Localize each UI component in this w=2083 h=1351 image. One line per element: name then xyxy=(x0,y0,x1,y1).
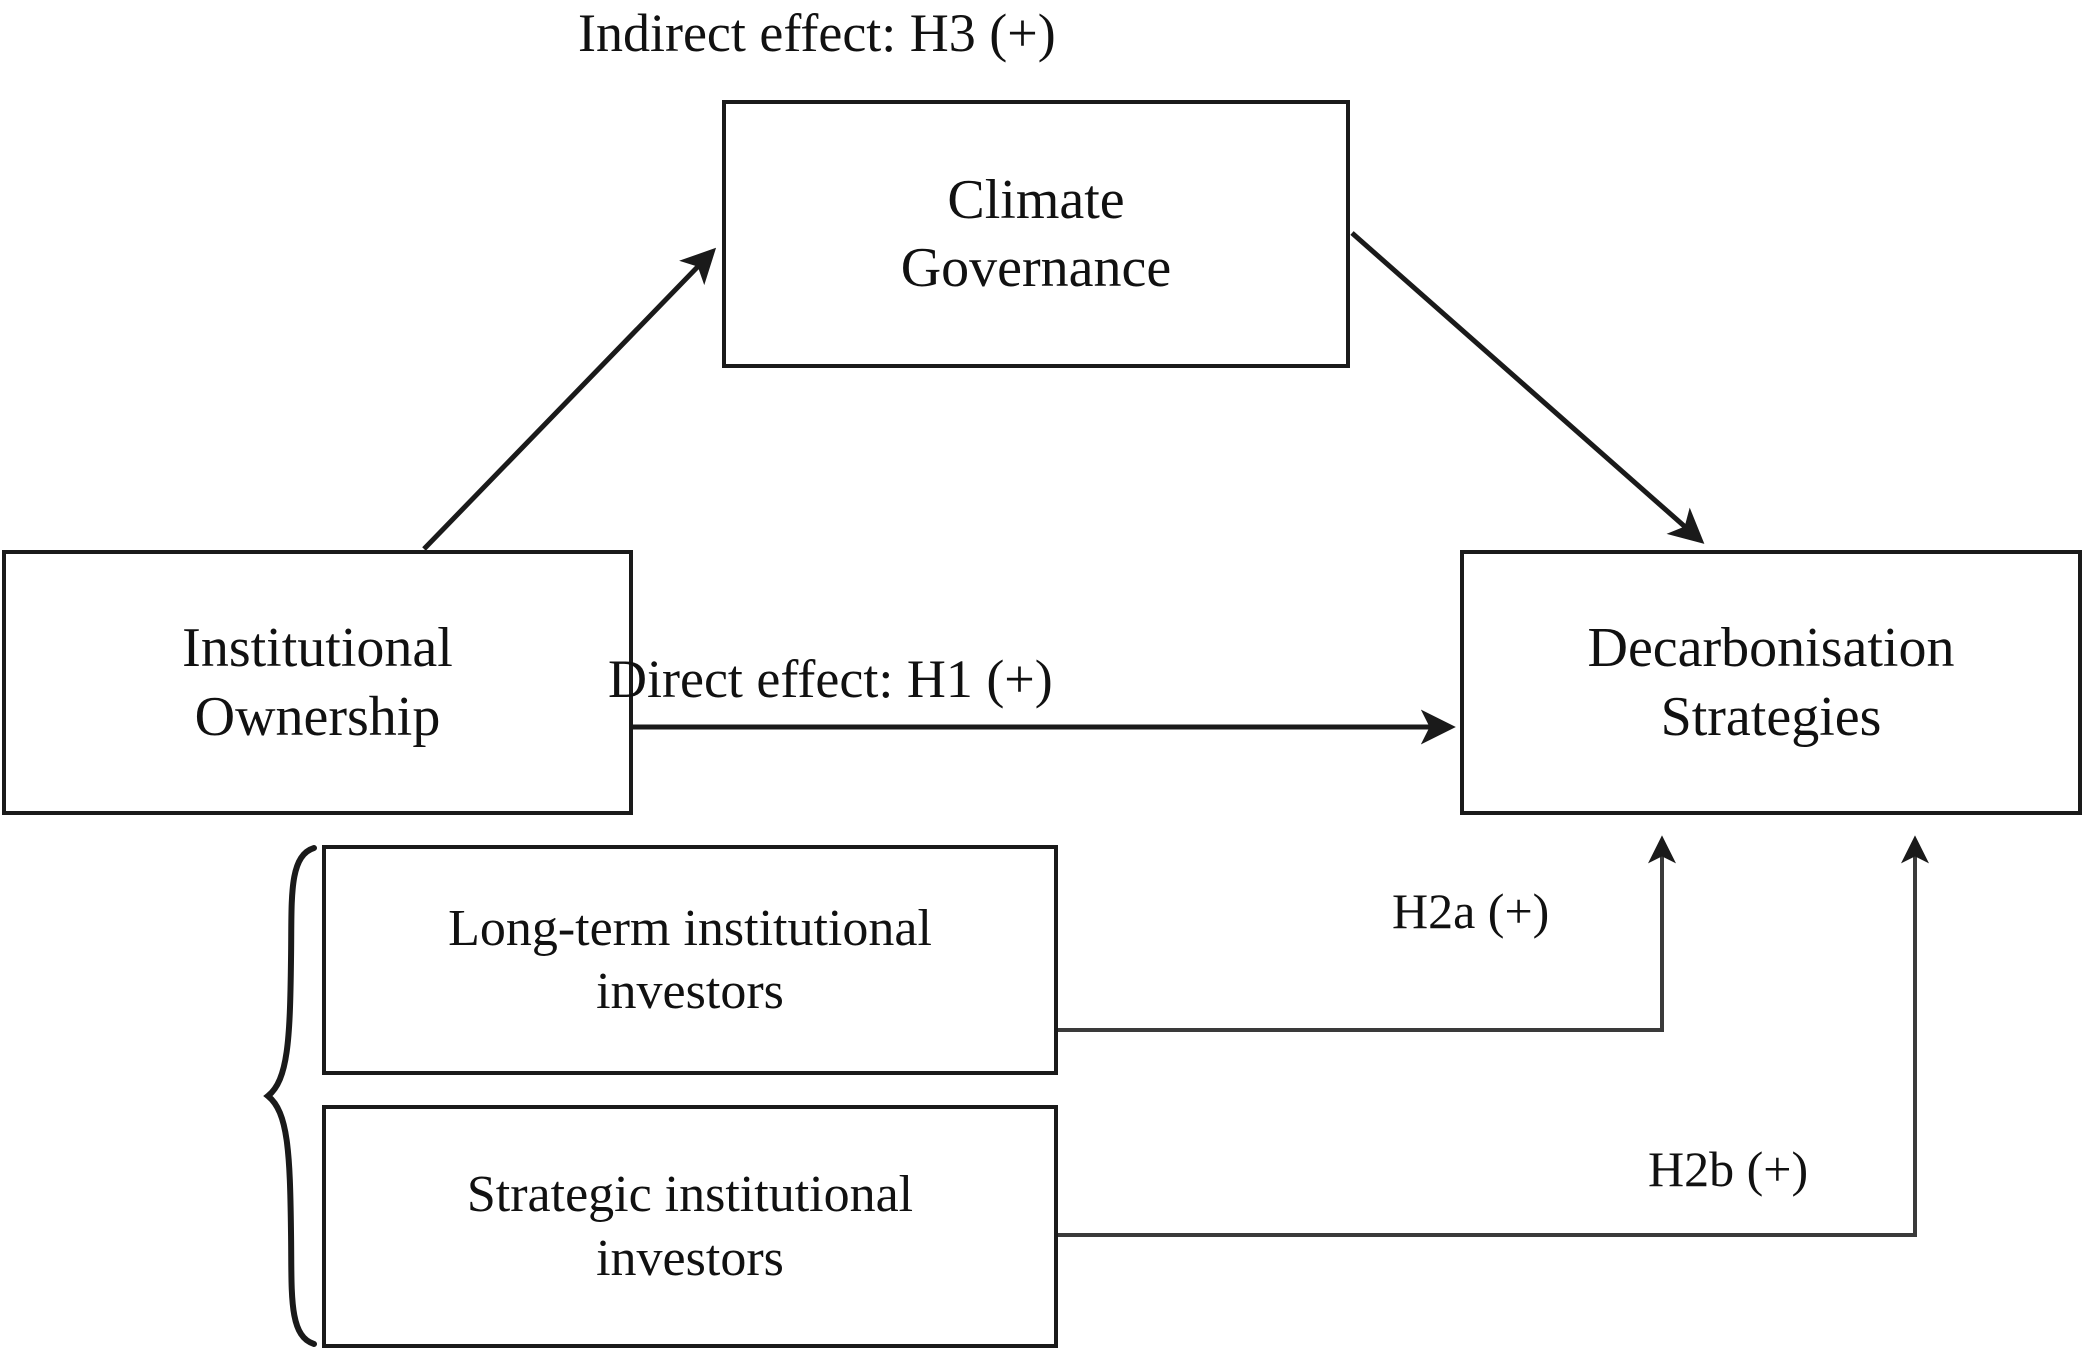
edge-label-direct-effect: Direct effect: H1 (+) xyxy=(608,649,1053,709)
node-climate-governance-text: Climate Governance xyxy=(887,166,1186,303)
node-institutional-ownership[interactable]: Institutional Ownership xyxy=(2,550,633,815)
node-long-term-line1: Long-term institutional xyxy=(448,899,932,957)
node-strategic-line1: Strategic institutional xyxy=(466,1166,914,1224)
edge-label-h2b: H2b (+) xyxy=(1648,1141,1809,1197)
node-decarbonisation-strategies-text: Decarbonisation Strategies xyxy=(1574,614,1969,751)
edge-h2b xyxy=(1058,835,1929,1237)
edge-label-indirect-effect: Indirect effect: H3 (+) xyxy=(578,3,1056,63)
node-institutional-ownership-line1: Institutional xyxy=(182,617,453,680)
node-long-term-institutional-investors[interactable]: Long-term institutional investors xyxy=(322,845,1058,1075)
node-decarbonisation-strategies-line1: Decarbonisation xyxy=(1587,617,1955,680)
node-decarbonisation-strategies-line2: Strategies xyxy=(1660,685,1882,748)
node-strategic-line2: investors xyxy=(596,1229,784,1287)
node-climate-governance-line1: Climate xyxy=(947,168,1125,231)
node-strategic-institutional-investors-text: Strategic institutional investors xyxy=(453,1163,927,1290)
node-long-term-institutional-investors-text: Long-term institutional investors xyxy=(434,897,946,1024)
edge-label-h2a: H2a (+) xyxy=(1392,883,1550,939)
edge-ownership-to-climate xyxy=(422,247,717,551)
node-strategic-institutional-investors[interactable]: Strategic institutional investors xyxy=(322,1105,1058,1348)
node-climate-governance[interactable]: Climate Governance xyxy=(722,100,1350,368)
node-institutional-ownership-line2: Ownership xyxy=(194,685,441,748)
node-climate-governance-line2: Governance xyxy=(900,237,1172,299)
grouping-brace xyxy=(263,845,317,1347)
node-long-term-line2: investors xyxy=(596,963,784,1020)
edge-climate-to-decarbonisation xyxy=(1350,231,1705,544)
edge-h2a xyxy=(1058,835,1676,1032)
node-decarbonisation-strategies[interactable]: Decarbonisation Strategies xyxy=(1460,550,2082,815)
node-institutional-ownership-text: Institutional Ownership xyxy=(168,614,467,751)
